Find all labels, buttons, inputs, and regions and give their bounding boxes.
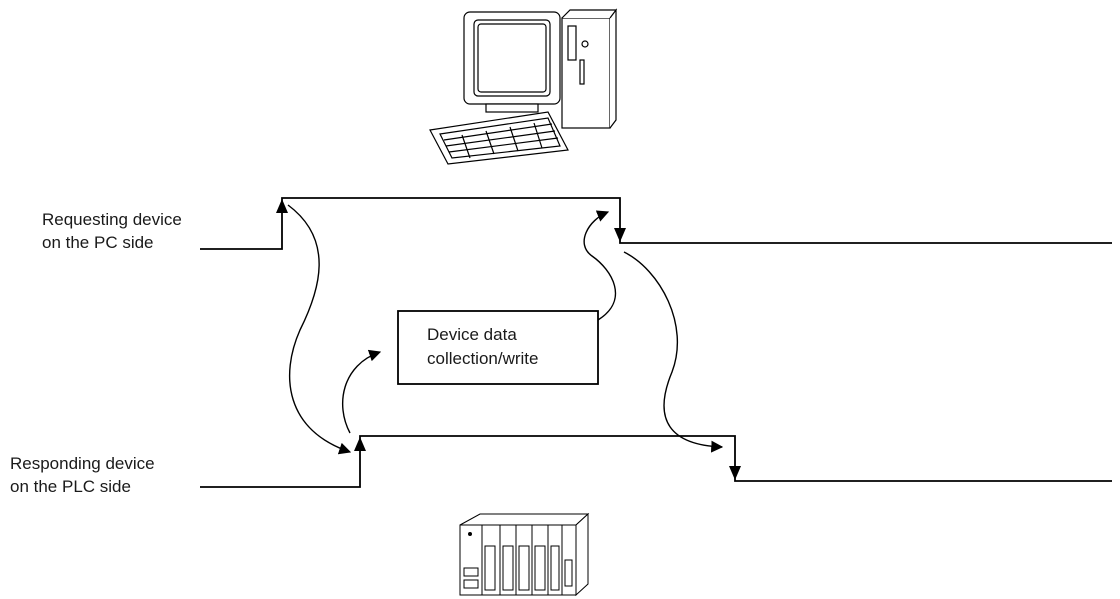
desktop-computer-icon: [429, 8, 618, 165]
pc-side-label-line1: Requesting device: [42, 210, 182, 229]
plc-side-signal-line: [200, 435, 1112, 488]
box-to-pc-arrow: [583, 210, 617, 321]
pc-side-label-line2: on the PC side: [42, 233, 154, 252]
pc-to-plc-arrow: [623, 251, 724, 453]
device-data-box: [397, 310, 599, 385]
response-to-box-arrow: [342, 349, 382, 434]
plc-side-label-line2: on the PLC side: [10, 477, 131, 496]
pc-rise-arrowhead: [276, 199, 288, 213]
plc-rack-icon: [459, 512, 590, 597]
plc-rise-arrowhead: [354, 437, 366, 451]
device-data-box-label: Device data collection/write: [427, 323, 539, 371]
plc-side-label-line1: Responding device: [10, 454, 155, 473]
pc-side-signal-line: [200, 197, 1112, 250]
plc-side-label: Responding device on the PLC side: [10, 452, 155, 498]
request-to-response-arrow: [287, 204, 352, 455]
pc-side-label: Requesting device on the PC side: [42, 208, 182, 254]
device-data-box-line1: Device data: [427, 325, 517, 344]
device-data-box-line2: collection/write: [427, 349, 539, 368]
pc-fall-arrowhead: [614, 228, 626, 242]
plc-fall-arrowhead: [729, 466, 741, 480]
